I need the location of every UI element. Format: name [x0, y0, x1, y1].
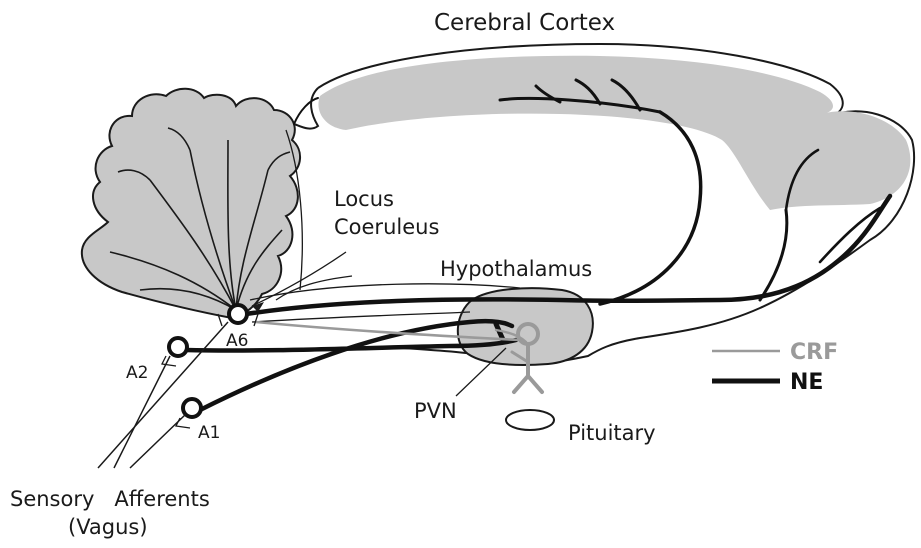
ne-pathway-upper-cortex — [600, 112, 701, 304]
ventricle-white — [427, 119, 541, 158]
pituitary-gland — [506, 410, 554, 430]
a1-label: A1 — [198, 423, 220, 443]
sensory-afferents-label: Sensory Afferents — [10, 487, 210, 511]
brain-outline-front — [294, 88, 318, 129]
legend-crf-label: CRF — [790, 340, 838, 365]
a6-nucleus — [229, 305, 247, 323]
cerebellum — [82, 89, 300, 318]
a2-nucleus — [169, 338, 187, 356]
a6-label: A6 — [226, 331, 248, 351]
locus-coeruleus-label-line1: Locus — [334, 187, 394, 211]
a2-label: A2 — [126, 363, 148, 383]
vagus-label: (Vagus) — [68, 515, 148, 539]
locus-coeruleus-label-line2: Coeruleus — [334, 215, 439, 239]
legend: CRF NE — [712, 340, 838, 395]
pituitary-label: Pituitary — [568, 421, 656, 445]
pvn-label: PVN — [414, 399, 457, 423]
cerebral-cortex-label: Cerebral Cortex — [434, 10, 615, 36]
hypothalamus-label: Hypothalamus — [440, 257, 592, 281]
legend-ne-label: NE — [790, 370, 823, 395]
sensory-afferent-lines — [98, 322, 228, 468]
